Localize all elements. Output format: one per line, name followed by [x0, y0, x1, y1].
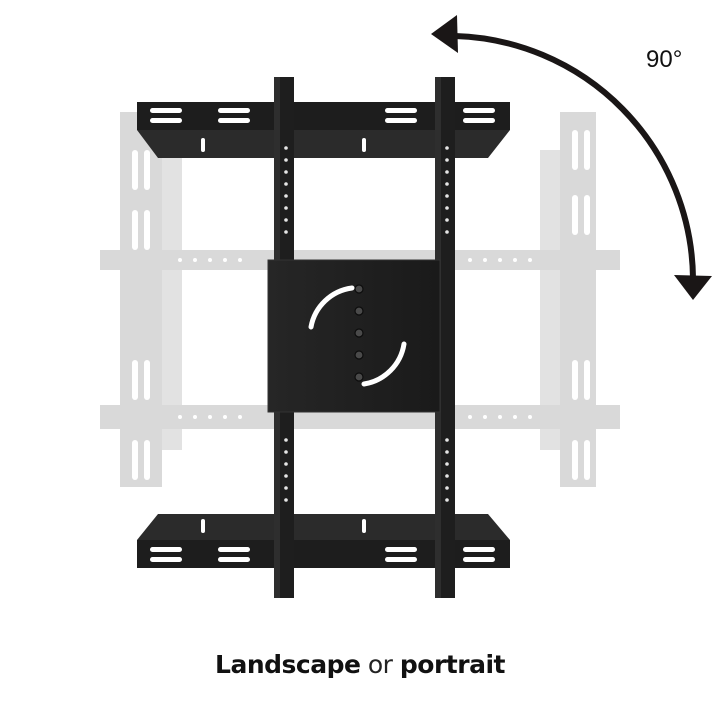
- center-plate: [267, 259, 441, 413]
- caption-or: or: [360, 650, 400, 679]
- top-arm: [137, 102, 510, 158]
- caption-portrait: portrait: [399, 650, 506, 679]
- orientation-caption: Landscape or portrait: [0, 650, 720, 679]
- upright-holes: [284, 146, 449, 502]
- rotation-angle-label: 90°: [646, 46, 682, 73]
- portrait-bracket: [137, 77, 510, 598]
- bottom-arm: [137, 514, 510, 568]
- landscape-ghost-bracket: [100, 112, 620, 487]
- rotation-arrow-icon: [431, 15, 712, 300]
- caption-landscape: Landscape: [215, 650, 361, 679]
